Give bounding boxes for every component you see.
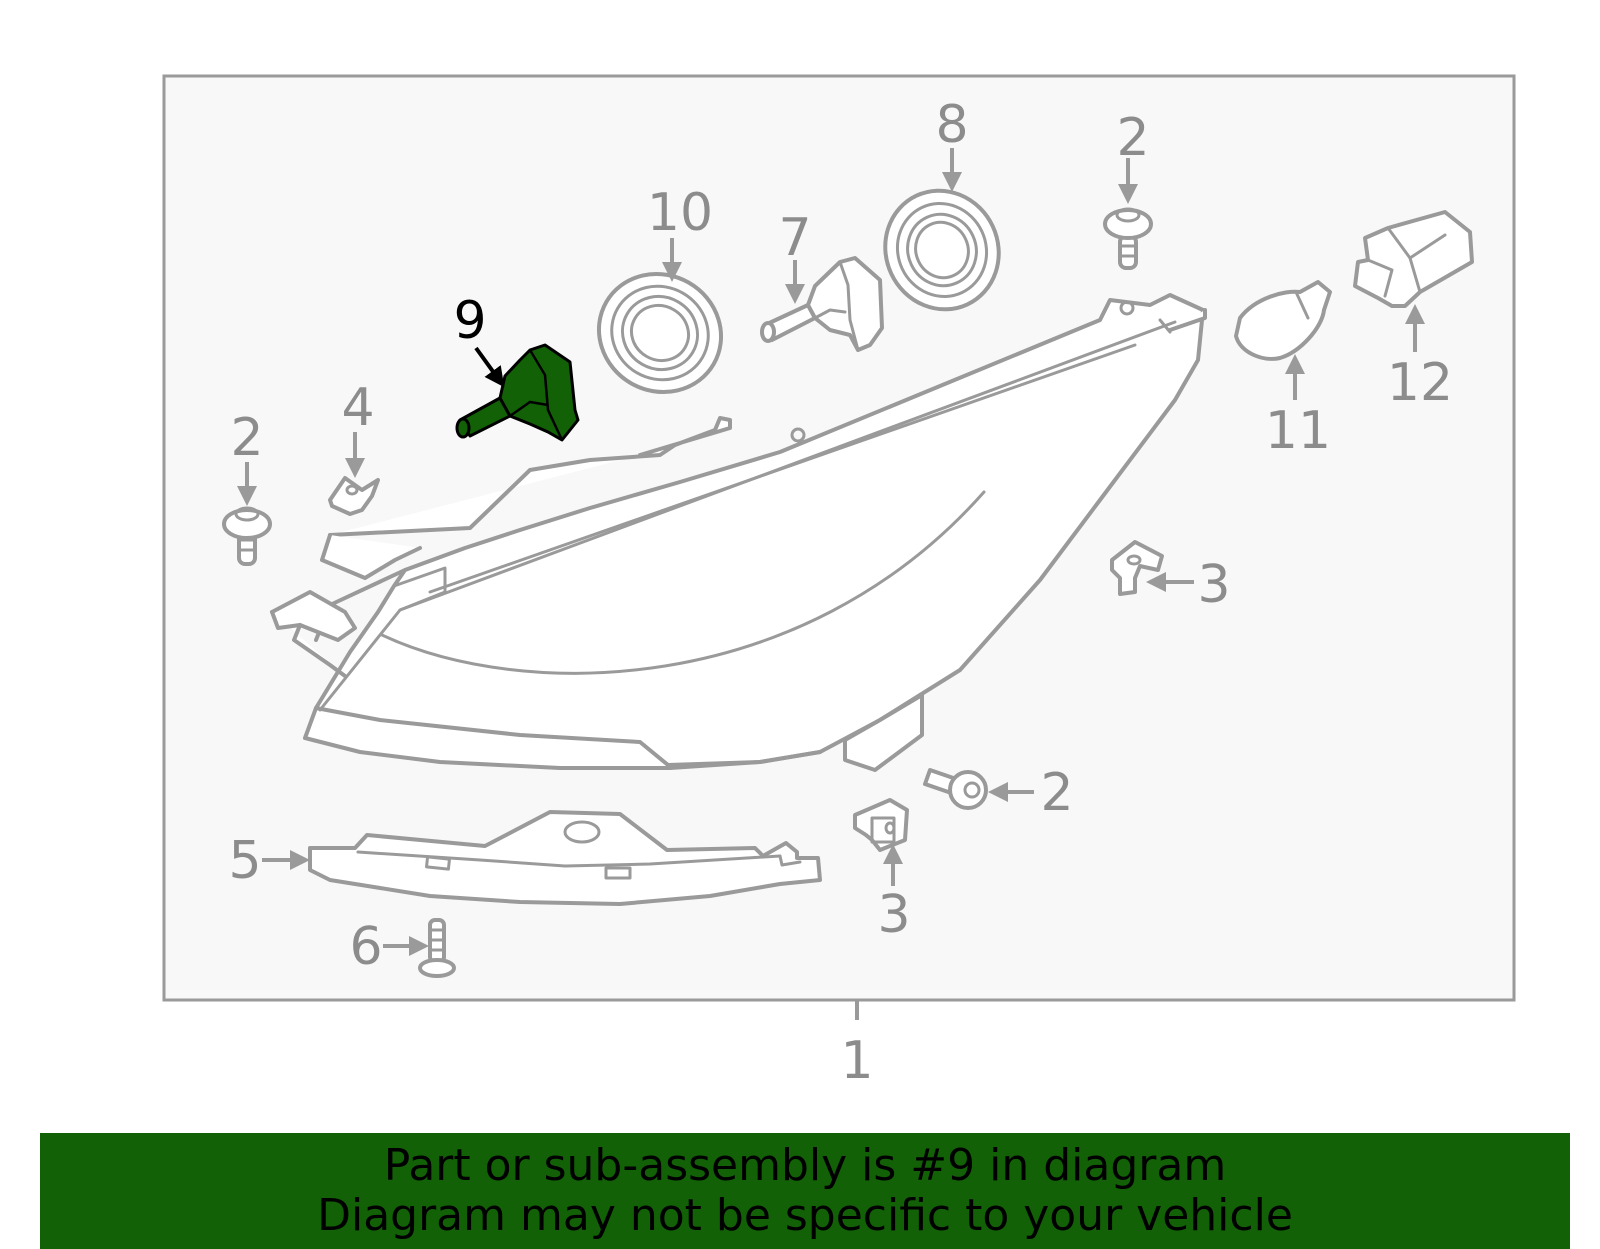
- callout-2-bottom: 2: [1040, 763, 1073, 823]
- callout-7: 7: [778, 208, 811, 268]
- callout-1: 1: [840, 1031, 873, 1091]
- bolt-part-6: [418, 918, 456, 978]
- banner-line-part: Part or sub-assembly is #9 in diagram: [383, 1140, 1227, 1191]
- callout-11: 11: [1265, 401, 1331, 461]
- bulb-part-9-highlighted: [455, 343, 580, 442]
- callout-3-bottom: 3: [877, 885, 910, 945]
- clip-part-4: [328, 476, 380, 516]
- callout-arrows: [237, 148, 1425, 956]
- grommet-part-10: [596, 271, 724, 395]
- lower-bracket-part-5: [308, 810, 822, 906]
- banner-line-disclaimer: Diagram may not be specific to your vehi…: [317, 1190, 1293, 1241]
- callout-2-top: 2: [1116, 108, 1149, 168]
- screw-part-2-bottom: [923, 768, 988, 810]
- callout-12: 12: [1387, 353, 1453, 413]
- grommet-part-8: [883, 188, 1001, 312]
- info-banner: Part or sub-assembly is #9 in diagram Di…: [40, 1133, 1570, 1249]
- callout-4: 4: [341, 378, 374, 438]
- callout-6: 6: [349, 917, 382, 977]
- screw-part-2-left: [222, 506, 272, 566]
- callout-9: 9: [453, 291, 486, 351]
- nut-clip-part-3-right: [1110, 540, 1164, 596]
- bulb-part-11: [1234, 280, 1332, 361]
- callout-5: 5: [228, 831, 261, 891]
- screw-part-2-top: [1103, 207, 1153, 270]
- headlamp-assembly: [270, 293, 1207, 772]
- nut-clip-part-3-bottom: [853, 798, 909, 852]
- callout-8: 8: [935, 95, 968, 155]
- callout-10: 10: [647, 183, 713, 243]
- callout-2-left: 2: [230, 408, 263, 468]
- bulb-part-7: [760, 256, 884, 352]
- callout-3-right: 3: [1197, 555, 1230, 615]
